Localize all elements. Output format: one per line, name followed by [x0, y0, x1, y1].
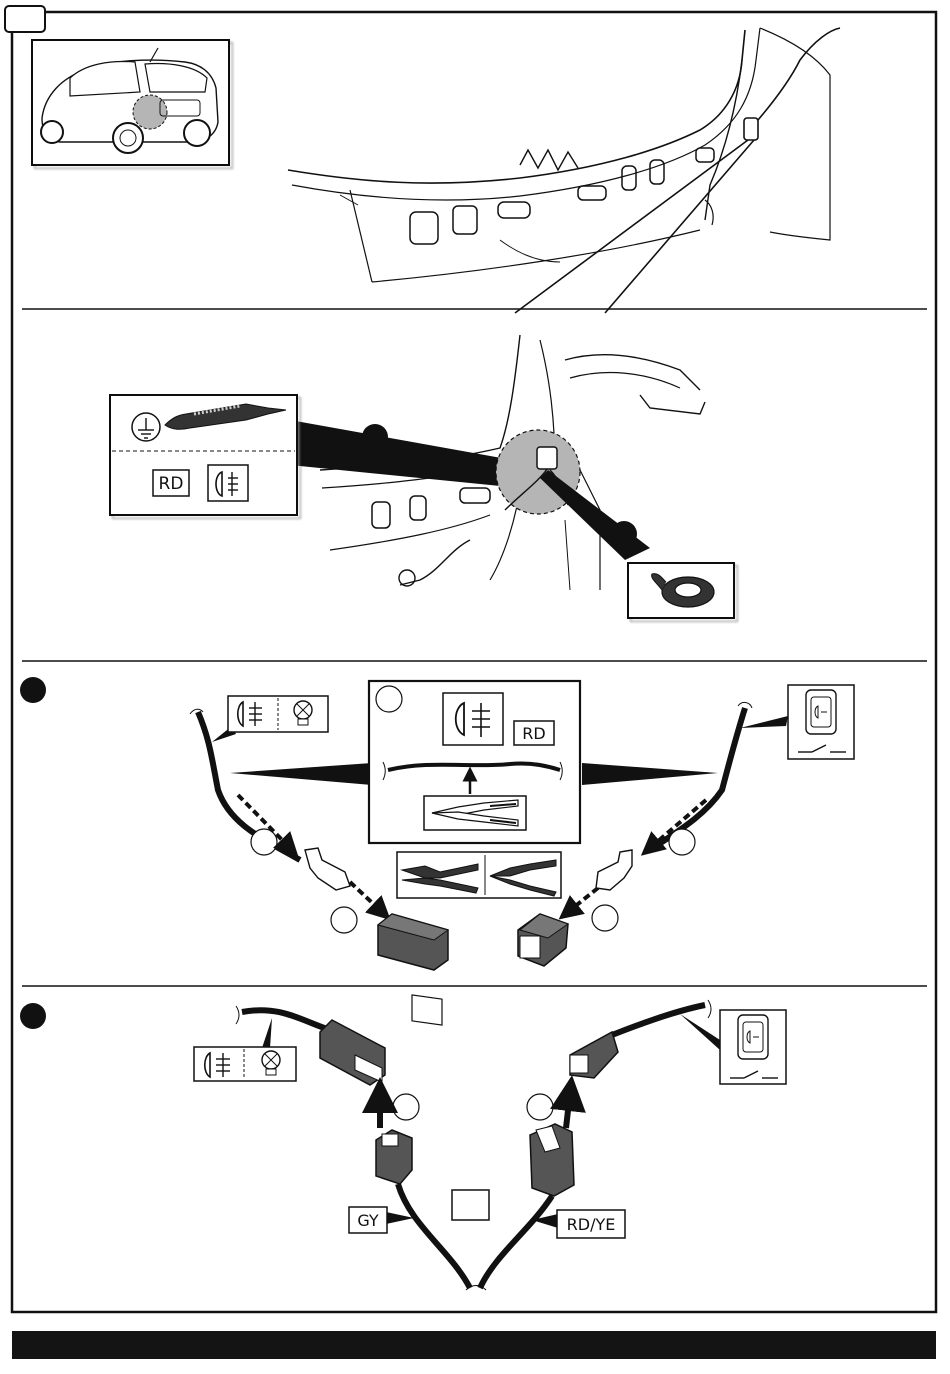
step-circle-right-2 [592, 905, 618, 931]
step-circle-connect-left [393, 1094, 419, 1120]
rd-label: RD [522, 724, 545, 743]
step-marker-d [20, 1003, 46, 1029]
callout-pointer-right [582, 763, 718, 785]
fog-lamp-switch-box-right-2 [680, 1010, 786, 1084]
step-marker-c [20, 677, 46, 703]
rd-label: RD [159, 474, 184, 494]
vehicle-wire-right [612, 1005, 705, 1035]
rear-fog-lamp-icon [208, 465, 248, 501]
terminal-right [596, 850, 632, 890]
vehicle-connector-left [320, 1020, 385, 1085]
harness-plug-left [376, 1130, 412, 1184]
panel-locate-wire: RD [110, 335, 734, 618]
gy-label: GY [357, 1211, 379, 1230]
tape-callout [540, 470, 734, 618]
arrow-right-2 [568, 888, 598, 912]
wire-left [198, 712, 300, 860]
terminal-left [305, 848, 350, 890]
cut-wire-callout: RD [369, 681, 580, 843]
vehicle-connector-right [570, 1032, 618, 1078]
test-wire-callout: RD [110, 395, 540, 515]
step-marker-a [362, 424, 388, 450]
fog-lamp-bulb-box-left [212, 696, 328, 742]
step-marker-b [611, 521, 637, 547]
wire-right [650, 708, 745, 850]
panel-connect-harness: GY RD/YE [20, 1000, 786, 1290]
fog-lamp-bulb-box-left-2 [194, 1018, 296, 1081]
fog-lamp-switch-box-right [740, 685, 854, 759]
rear-body-panel-drawing [288, 28, 840, 282]
arrow-left-2 [350, 882, 382, 912]
rd-ye-label-group: RD/YE [532, 1210, 625, 1238]
callout-pointer-left [230, 763, 372, 785]
panel-cut-crimp: RD [20, 677, 854, 1025]
crimp-tools-box [397, 852, 561, 898]
harness-plug-right [530, 1124, 574, 1196]
connector-housing-left [378, 914, 448, 1025]
rd-ye-label: RD/YE [567, 1215, 616, 1234]
step-circle-right-1 [669, 829, 695, 855]
panel-vehicle-overview [32, 28, 840, 313]
gy-label-group: GY [349, 1207, 414, 1233]
footer-bar [12, 1331, 936, 1359]
step-circle-left-1 [251, 829, 277, 855]
step-circle-connect-right [527, 1094, 553, 1120]
connector-in-situ [537, 447, 557, 469]
step-circle-left-2 [331, 907, 357, 933]
step-number-tab [5, 6, 45, 32]
blank-label-box [452, 1190, 489, 1220]
connector-housing-right [518, 914, 568, 966]
vehicle-wire-left [242, 1010, 330, 1030]
harness-wire-rd-ye [480, 1196, 552, 1288]
car-inset [32, 40, 229, 165]
arrow-connect-right [566, 1093, 570, 1128]
